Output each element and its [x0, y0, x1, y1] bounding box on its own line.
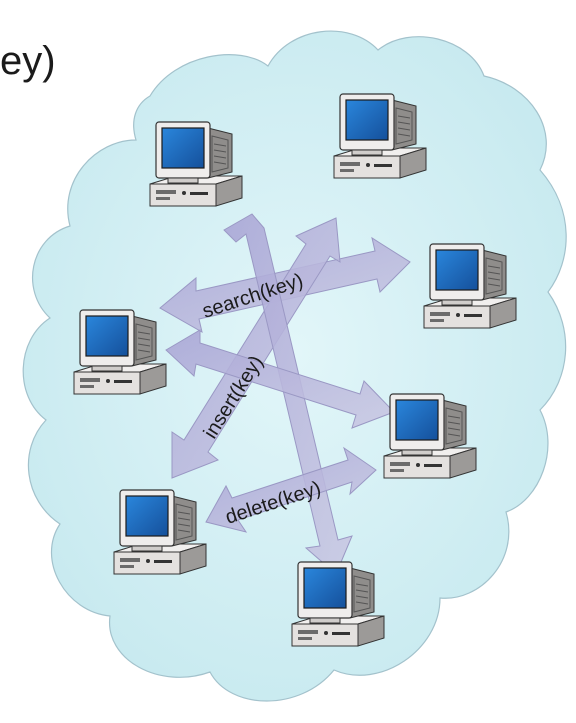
computer-top-left-icon: [149, 121, 243, 207]
insert-arrow: [171, 217, 341, 479]
header-partial-text: ey): [0, 39, 56, 83]
delete-arrow: [205, 446, 377, 533]
computer-lower-right-icon: [383, 393, 477, 479]
computer-top-right-icon: [333, 93, 427, 179]
computer-bottom-icon: [291, 561, 385, 647]
computer-bottom-left-icon: [113, 489, 207, 575]
computer-left-icon: [73, 309, 167, 395]
arrows-layer: [159, 213, 411, 575]
computer-right-icon: [423, 243, 517, 329]
